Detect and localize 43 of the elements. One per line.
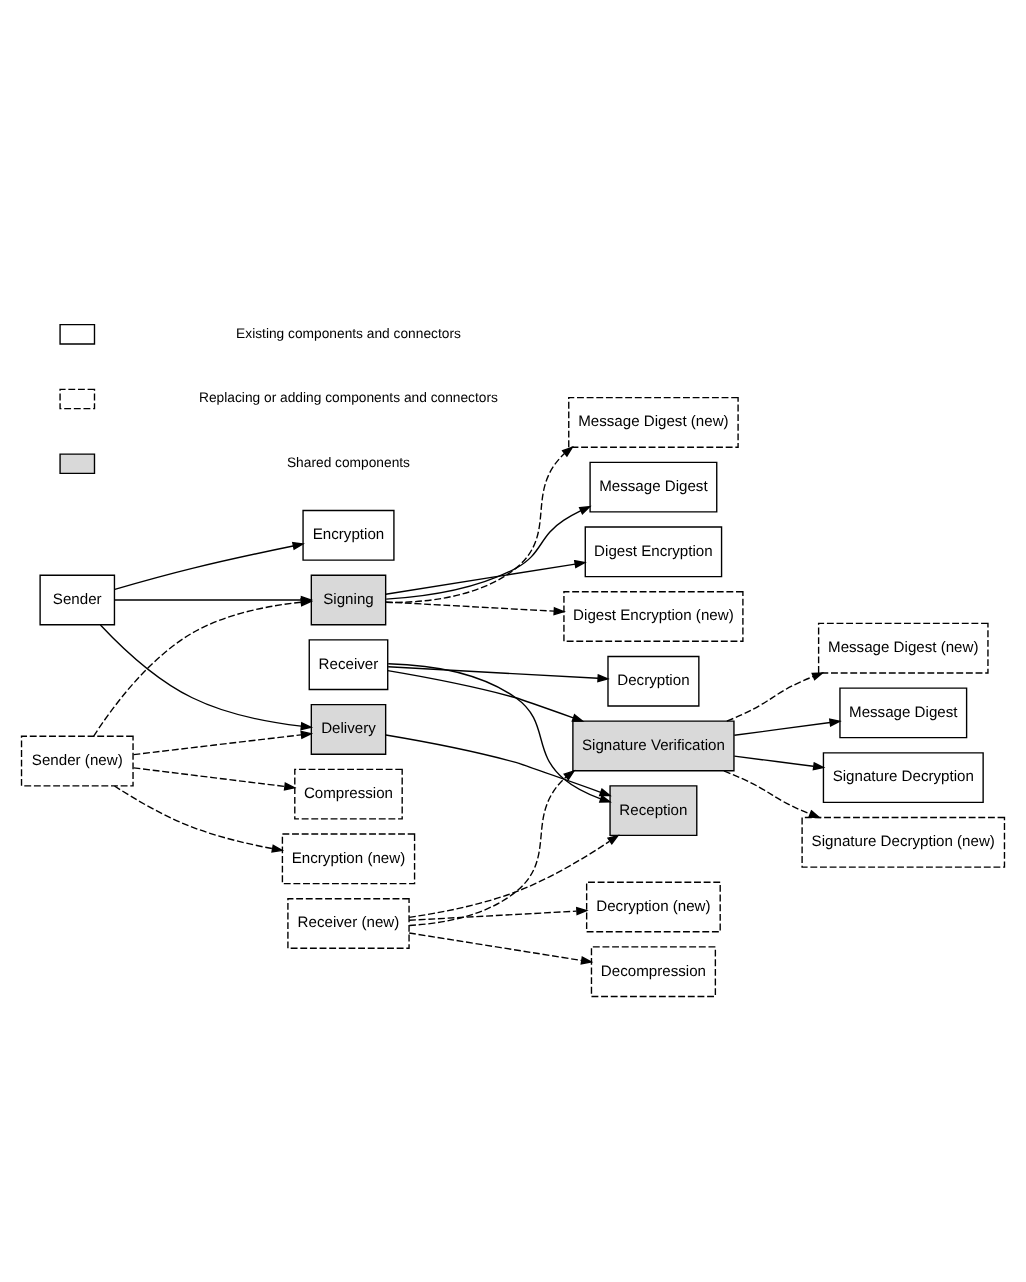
node-box: Compression: [294, 767, 403, 819]
node-box: Delivery: [310, 702, 387, 754]
arrow: [408, 768, 576, 926]
arrow: [385, 504, 592, 599]
arrow: [408, 833, 620, 917]
node-box: Receiver (new): [287, 897, 410, 948]
arrow: [387, 665, 610, 682]
node-box: Signature Decryption: [822, 751, 984, 803]
arrow: [385, 733, 612, 796]
node-box: Sender: [39, 573, 116, 625]
arrow: [385, 600, 566, 615]
node-box: Message Digest (new): [568, 395, 739, 447]
node-box: Encryption: [302, 508, 395, 560]
arrow: [387, 662, 612, 802]
node-box: Signature Verification: [572, 719, 735, 771]
node-box: Decryption: [607, 654, 700, 706]
arrow: [726, 671, 825, 721]
node-box: Decryption (new): [585, 880, 721, 932]
node-box: Encryption (new): [281, 832, 416, 884]
arrow: [114, 540, 305, 589]
arrow: [385, 558, 587, 594]
arrow: [132, 766, 297, 790]
node-box: Decompression: [590, 945, 717, 997]
arrow: [385, 444, 574, 603]
arrow: [113, 784, 285, 852]
arrow: [733, 717, 842, 735]
node-box: Sender (new): [20, 734, 134, 786]
arrow: [733, 754, 826, 770]
arrow: [723, 769, 822, 818]
node-box: Message Digest (new): [817, 621, 989, 673]
node-box: Signing: [310, 573, 387, 625]
arrow: [387, 669, 585, 721]
arrow: [132, 729, 314, 755]
node-box: Message Digest: [589, 460, 718, 512]
arrow: [408, 905, 589, 920]
node-box: Reception: [609, 784, 698, 836]
node-box: Signature Decryption (new): [801, 815, 1006, 867]
arrow: [99, 623, 314, 730]
node-box: Digest Encryption: [584, 525, 723, 577]
arrow: [408, 931, 594, 964]
node-box: Receiver: [308, 638, 389, 690]
node-box: Digest Encryption (new): [563, 590, 744, 641]
node-box: Message Digest: [839, 686, 968, 738]
